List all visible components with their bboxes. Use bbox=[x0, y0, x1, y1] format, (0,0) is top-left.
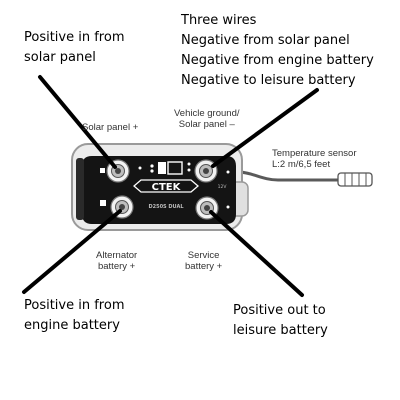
model-text: D250S DUAL bbox=[148, 204, 184, 210]
sensor-cable bbox=[237, 170, 338, 182]
annotation-solar-positive-line-2: solar panel bbox=[24, 50, 96, 65]
brand-logo: CTEK bbox=[133, 179, 199, 193]
annotation-solar-positive-line-1: Positive in from bbox=[24, 30, 125, 45]
alternator-line-1: Alternator bbox=[96, 250, 138, 261]
pointer-line-alternator bbox=[22, 209, 122, 294]
service-line-2: battery + bbox=[185, 261, 223, 272]
annotation-three-wires-line-2: Negative from solar panel bbox=[181, 33, 350, 48]
annotation-engine-positive-line-1: Positive in from bbox=[24, 298, 125, 313]
annotation-three-wires-line-3: Negative from engine battery bbox=[181, 53, 374, 68]
annotation-three-wires-line-4: Negative to leisure battery bbox=[181, 73, 356, 88]
annotation-leisure-positive: Positive out to leisure battery bbox=[233, 301, 328, 341]
vehicle-ground-label: Vehicle ground/ Solar panel – bbox=[174, 108, 240, 130]
pointer-line-service bbox=[209, 210, 304, 297]
service-battery-label: Service battery + bbox=[185, 250, 222, 272]
solar-panel-plus-label: Solar panel + bbox=[82, 122, 139, 133]
status-indicator-icons bbox=[100, 161, 230, 209]
alternator-line-2: battery + bbox=[97, 261, 136, 272]
annotation-engine-positive: Positive in from engine battery bbox=[24, 296, 124, 336]
temperature-sensor-label: Temperature sensor L:2 m/6,5 feet bbox=[272, 148, 356, 170]
annotation-engine-positive-line-2: engine battery bbox=[24, 318, 120, 333]
vehicle-ground-line-2: Solar panel – bbox=[178, 119, 235, 130]
annotation-three-wires: Three wires Negative from solar panel Ne… bbox=[181, 11, 374, 91]
annotation-three-wires-line-1: Three wires bbox=[181, 13, 257, 28]
rating-text: 12V bbox=[218, 184, 228, 190]
annotation-leisure-positive-line-1: Positive out to bbox=[233, 303, 326, 318]
vehicle-ground-line-1: Vehicle ground/ bbox=[174, 108, 240, 119]
brand-text: CTEK bbox=[152, 182, 182, 193]
temperature-sensor-line-2: L:2 m/6,5 feet bbox=[272, 159, 331, 170]
temperature-sensor-line-1: Temperature sensor bbox=[272, 148, 357, 159]
sensor-probe bbox=[337, 172, 373, 187]
annotation-solar-positive: Positive in from solar panel bbox=[24, 28, 124, 68]
alternator-battery-label: Alternator battery + bbox=[96, 250, 137, 272]
ground-terminal bbox=[194, 159, 218, 183]
annotation-leisure-positive-line-2: leisure battery bbox=[233, 323, 328, 338]
service-line-1: Service bbox=[187, 250, 220, 261]
pointer-line-solar bbox=[38, 75, 117, 169]
pointer-line-ground bbox=[211, 88, 319, 168]
